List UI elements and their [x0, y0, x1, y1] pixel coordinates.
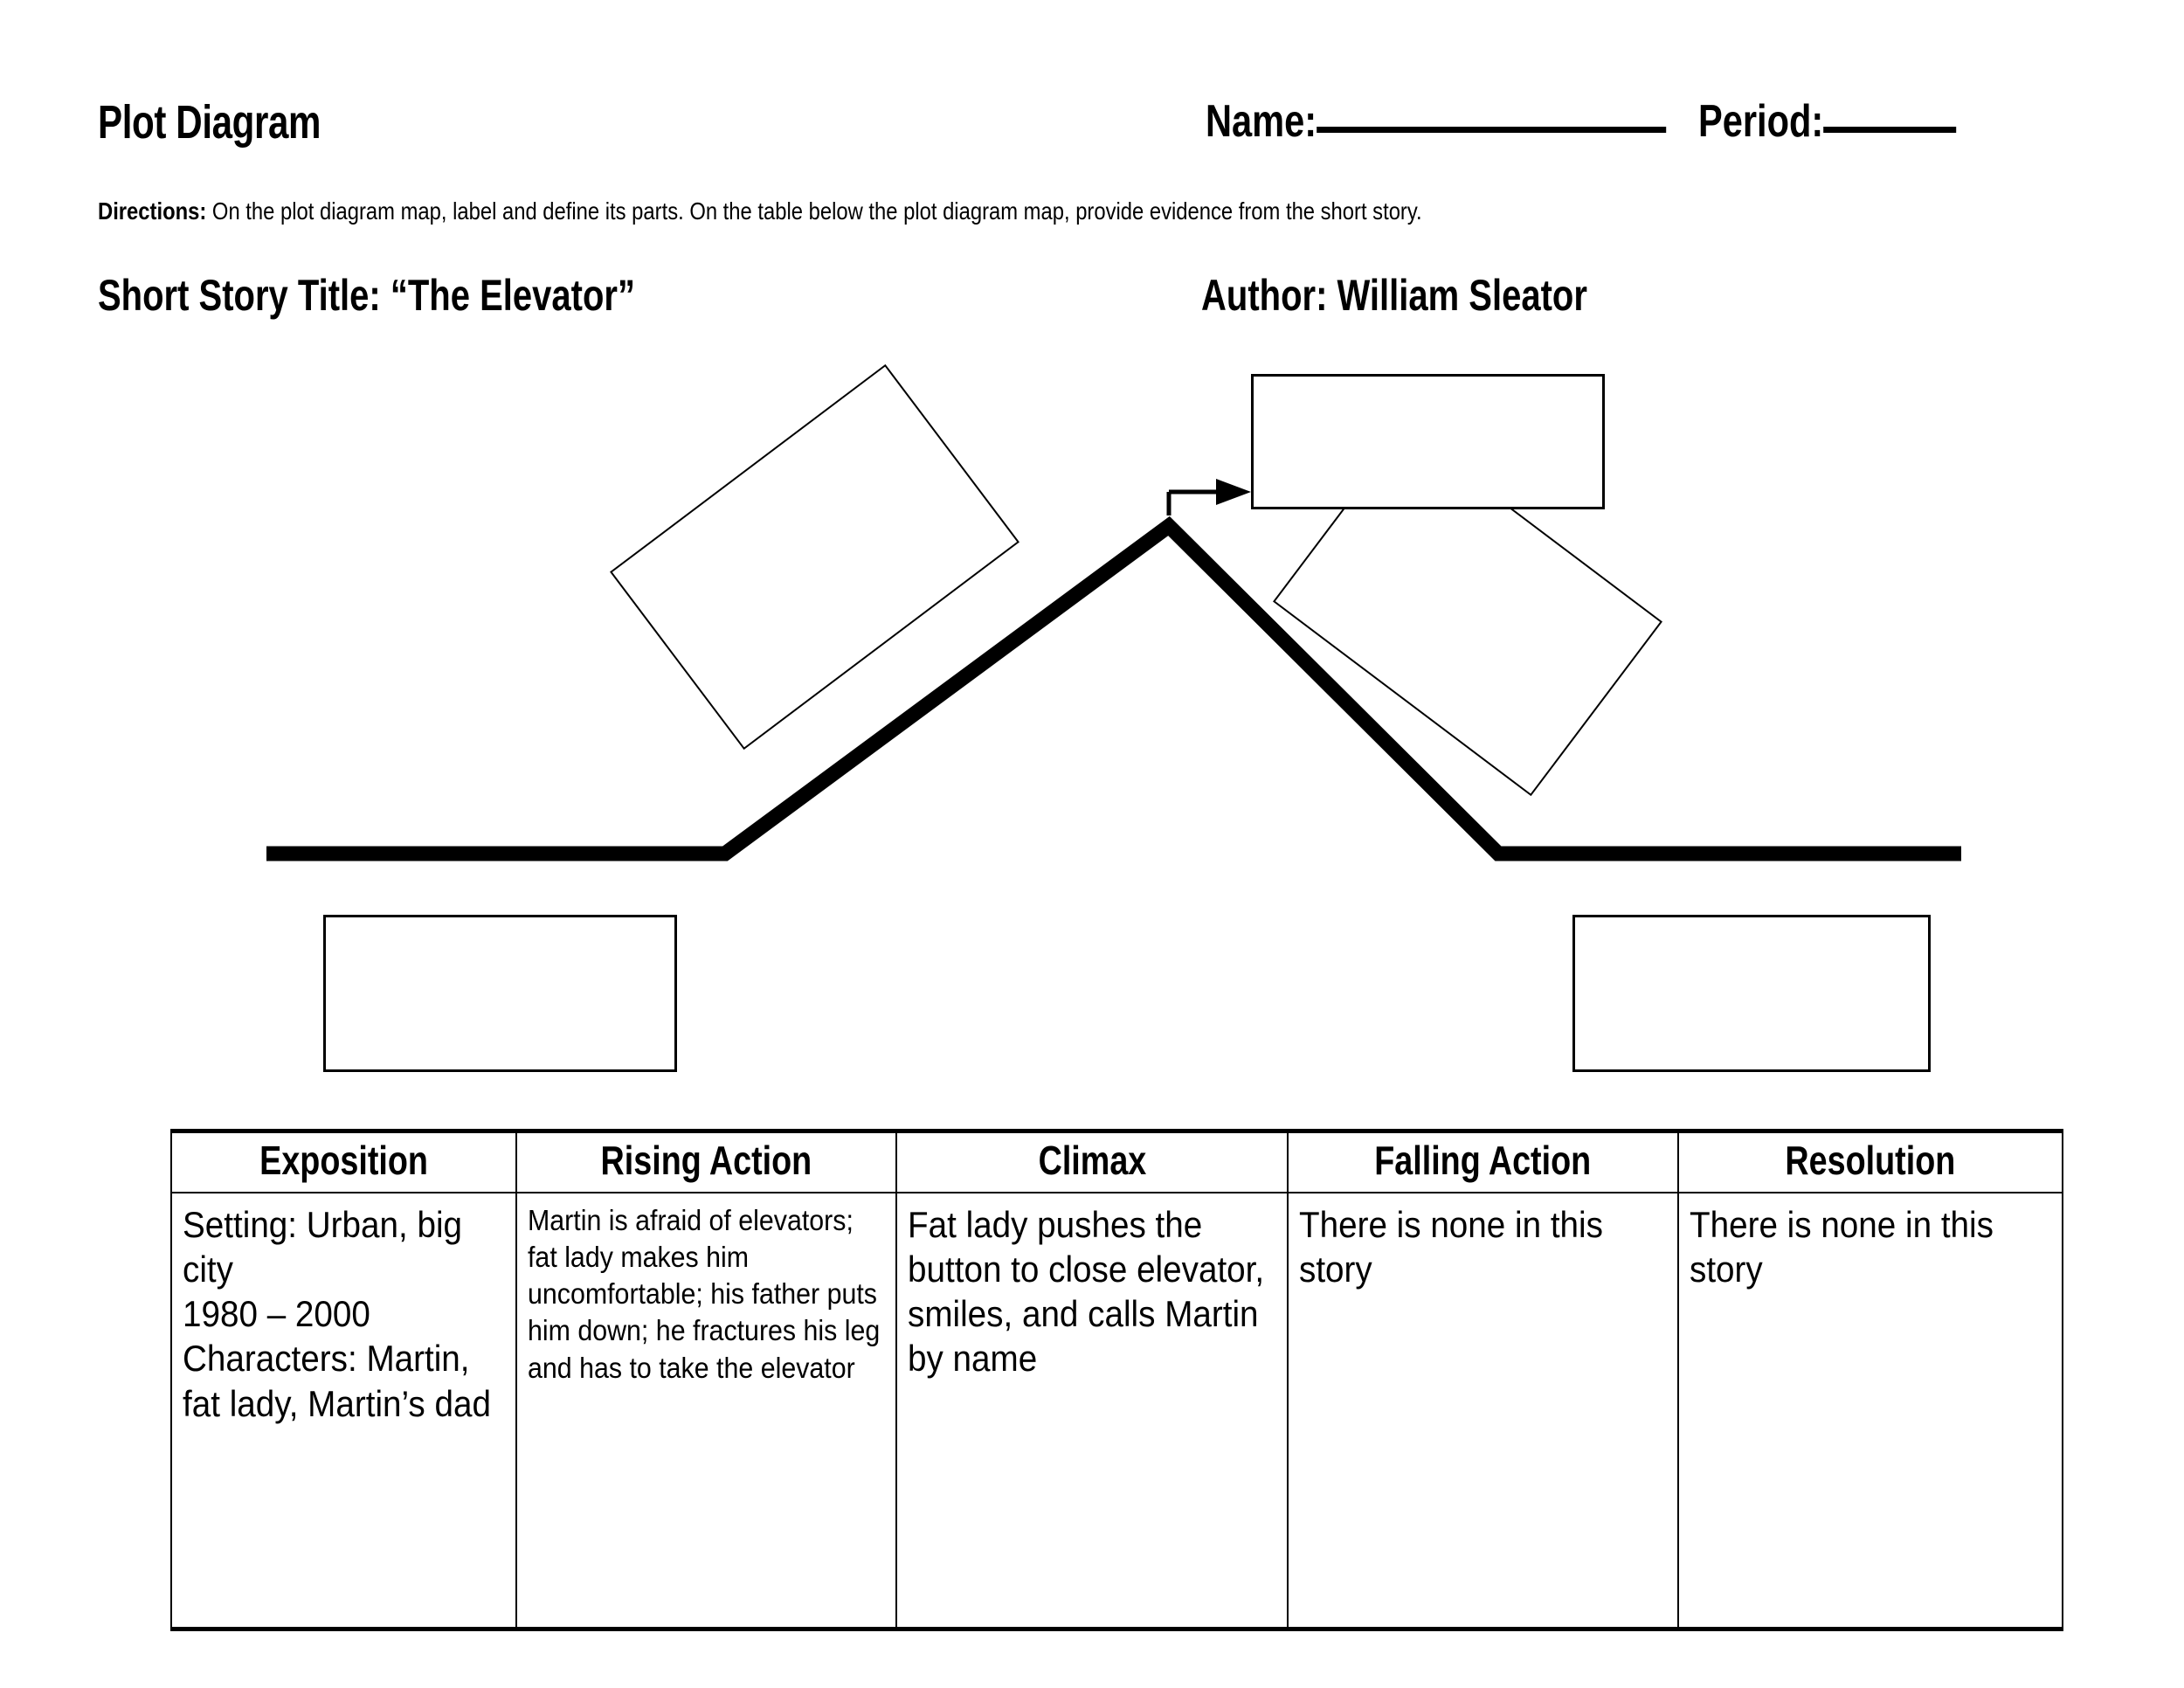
column-header-exposition-label: Exposition [259, 1138, 428, 1183]
cell-rising-action-text: Martin is afraid of elevators; fat lady … [528, 1203, 881, 1384]
short-story-title-label: Short Story Title: [98, 271, 381, 320]
evidence-table: Exposition Rising Action Climax Falling … [170, 1128, 2063, 1632]
plot-arc-line [266, 515, 1961, 861]
exposition-label-box[interactable] [323, 915, 677, 1072]
period-label: Period: [1697, 96, 1824, 147]
cell-exposition[interactable]: Setting: Urban, big city 1980 – 2000 Cha… [170, 1191, 517, 1632]
column-header-rising-action-label: Rising Action [600, 1138, 812, 1183]
directions-text: On the plot diagram map, label and defin… [211, 197, 1422, 225]
cell-resolution[interactable]: There is none in this story [1677, 1191, 2063, 1632]
climax-connector-arrowhead-icon [1216, 479, 1251, 505]
climax-label-box[interactable] [1251, 374, 1605, 509]
period-blank-line[interactable] [1823, 127, 1957, 133]
table-header-row: Exposition Rising Action Climax Falling … [170, 1128, 2063, 1193]
cell-climax[interactable]: Fat lady pushes the button to close elev… [895, 1191, 1289, 1632]
column-header-resolution: Resolution [1677, 1128, 2063, 1193]
cell-resolution-text: There is none in this story [1690, 1203, 1994, 1290]
column-header-falling-action-label: Falling Action [1374, 1138, 1592, 1183]
directions-label: Directions: [98, 197, 207, 225]
resolution-label-box[interactable] [1572, 915, 1931, 1072]
short-story-title-value: “The Elevator” [390, 271, 635, 320]
short-story-title: Short Story Title: “The Elevator” [98, 273, 635, 317]
column-header-exposition: Exposition [170, 1128, 517, 1193]
author-value: William Sleator [1337, 271, 1587, 320]
page-title: Plot Diagram [98, 96, 321, 149]
author-label: Author: [1201, 271, 1328, 320]
name-period-field-group: Name: Period: [1206, 96, 1957, 147]
name-label: Name: [1206, 96, 1317, 147]
cell-climax-text: Fat lady pushes the button to close elev… [908, 1203, 1265, 1380]
plot-arc-svg [266, 479, 1961, 861]
directions: Directions: On the plot diagram map, lab… [98, 199, 1422, 224]
cell-falling-action[interactable]: There is none in this story [1287, 1191, 1679, 1632]
author-field: Author: William Sleator [1201, 273, 1587, 317]
column-header-rising-action: Rising Action [515, 1128, 897, 1193]
column-header-climax-label: Climax [1038, 1138, 1146, 1183]
column-header-falling-action: Falling Action [1287, 1128, 1679, 1193]
cell-rising-action[interactable]: Martin is afraid of elevators; fat lady … [515, 1191, 897, 1632]
cell-exposition-text: Setting: Urban, big city 1980 – 2000 Cha… [183, 1203, 491, 1424]
table-row: Setting: Urban, big city 1980 – 2000 Cha… [170, 1191, 2063, 1632]
column-header-climax: Climax [895, 1128, 1289, 1193]
column-header-resolution-label: Resolution [1785, 1138, 1956, 1183]
plot-diagram-map [0, 341, 2184, 1110]
name-blank-line[interactable] [1317, 127, 1667, 133]
cell-falling-action-text: There is none in this story [1299, 1203, 1603, 1290]
